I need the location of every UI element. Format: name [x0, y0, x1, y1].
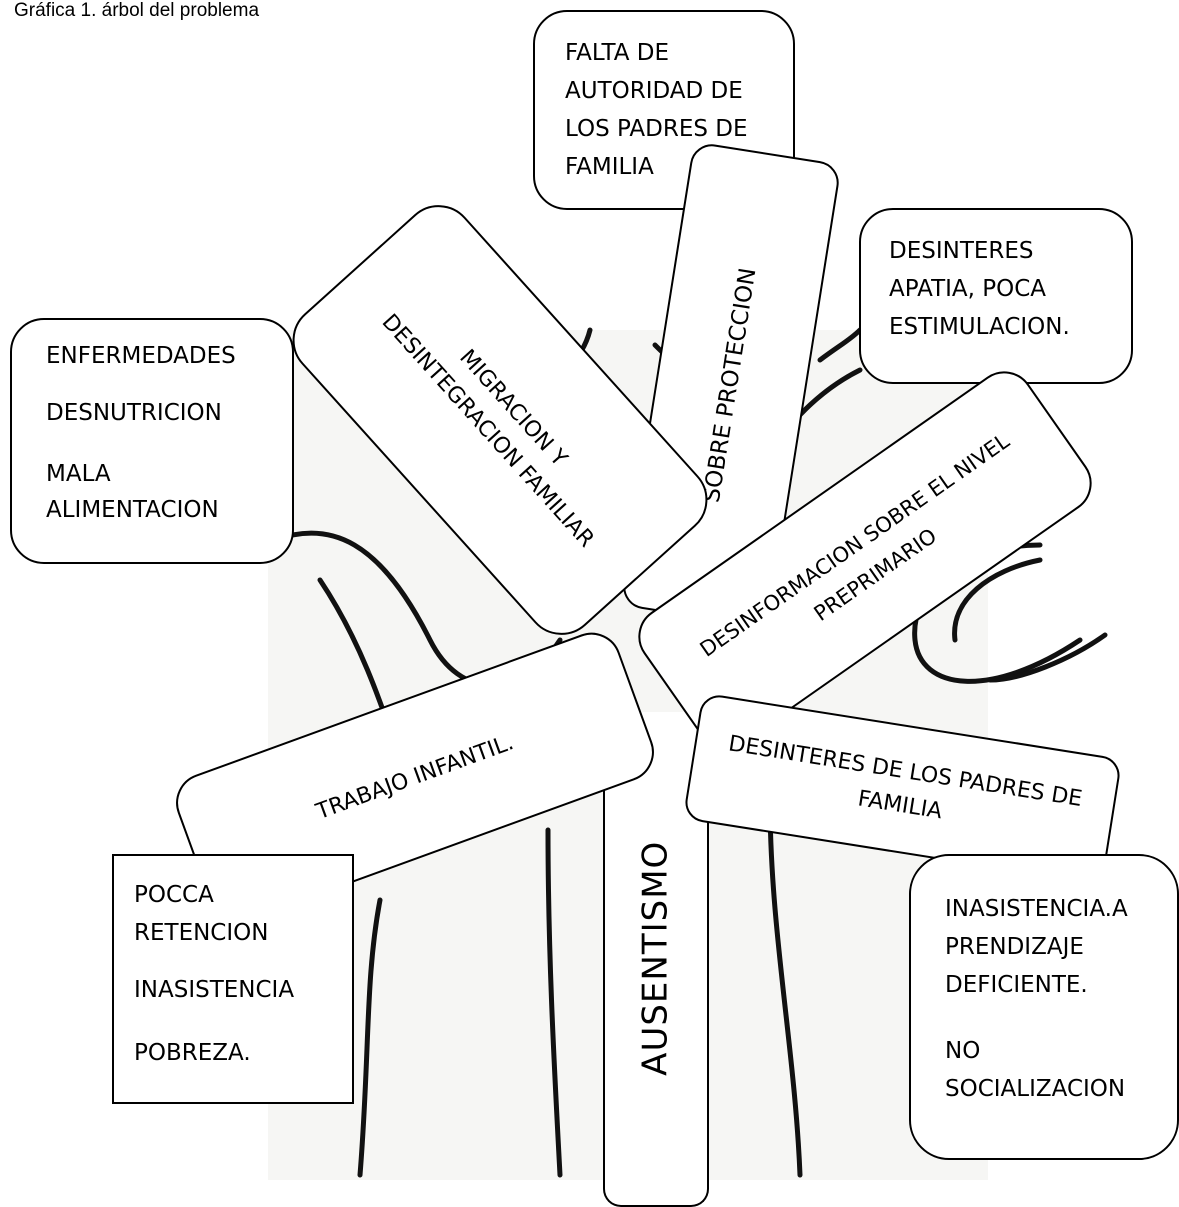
cause-line: AUTORIDAD DE	[565, 78, 743, 104]
effect-line: POBREZA.	[134, 1039, 251, 1066]
cause-line: DESNUTRICION	[46, 399, 222, 426]
cause-box-enfermedades: ENFERMEDADES DESNUTRICION MALA ALIMENTAC…	[10, 318, 294, 564]
cause-line: ESTIMULACION.	[889, 314, 1070, 340]
effect-line: NO	[945, 1038, 981, 1064]
effect-line: POCCA	[134, 882, 214, 908]
twig-right	[817, 327, 863, 363]
figure-caption: Gráfica 1. árbol del problema	[14, 0, 260, 21]
cause-line: APATIA, POCA	[889, 276, 1047, 302]
cause-label: SOBRE PROTECCION	[699, 265, 763, 505]
cause-line: MALA	[46, 460, 111, 487]
center-label: AUSENTISMO	[635, 840, 676, 1077]
effect-box-pocca-retencion: POCCA RETENCION INASISTENCIA POBREZA.	[112, 854, 354, 1104]
effect-line: SOCIALIZACION	[945, 1076, 1126, 1102]
cause-line: FALTA DE	[565, 40, 670, 66]
trunk-left-line	[545, 827, 563, 1178]
cause-line: ENFERMEDADES	[46, 343, 236, 369]
cause-line: ALIMENTACION	[46, 496, 219, 523]
effect-line: INASISTENCIA.A	[945, 896, 1128, 922]
cause-line: DESINTERES	[889, 238, 1034, 264]
cause-line: FAMILIA	[565, 154, 654, 180]
branch-right-tip	[987, 632, 1108, 683]
cause-box-falta-autoridad: FALTA DE AUTORIDAD DE LOS PADRES DE FAMI…	[533, 10, 795, 210]
branch-right-inner	[952, 557, 1043, 643]
cause-box-desinteres-apatia: DESINTERES APATIA, POCA ESTIMULACION.	[859, 208, 1133, 384]
trunk-right-line	[767, 797, 803, 1178]
effect-line: PRENDIZAJE	[945, 934, 1084, 960]
cause-line: LOS PADRES DE	[565, 116, 748, 142]
effect-box-inasistencia: INASISTENCIA.A PRENDIZAJE DEFICIENTE. NO…	[909, 854, 1179, 1160]
effect-line: RETENCION	[134, 920, 269, 946]
effect-line: INASISTENCIA	[134, 977, 295, 1003]
root-left-line	[357, 897, 383, 1178]
effect-line: DEFICIENTE.	[945, 972, 1088, 998]
effect-label: TRABAJO INFANTIL.	[312, 729, 517, 825]
